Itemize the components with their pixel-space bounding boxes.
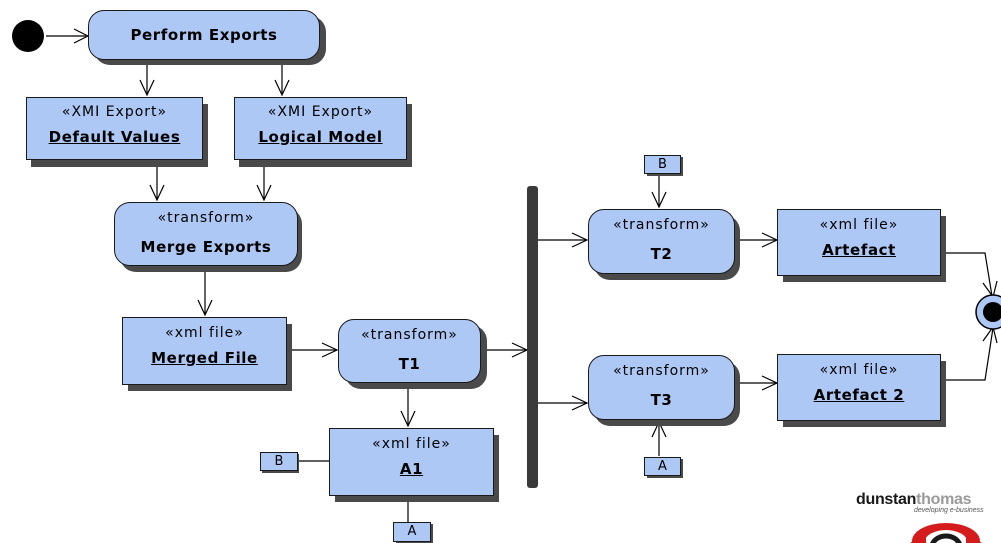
logical-model-object[interactable]: «XMI Export» Logical Model [234,97,407,160]
merge-exports-label: Merge Exports [140,238,272,256]
t1-stereotype: «transform» [361,327,458,343]
final-node-core [983,302,1001,322]
logical-model-stereotype: «XMI Export» [267,104,374,120]
artefact2-object[interactable]: «xml file» Artefact 2 [777,354,941,421]
default-values-label: Default Values [48,128,181,146]
perform-exports-action[interactable]: Perform Exports [88,10,320,60]
logo-brand-light: thomas [916,491,972,508]
t3-stereotype: «transform» [613,363,710,379]
merged-file-label: Merged File [151,349,258,367]
t2-stereotype: «transform» [613,217,710,233]
logo-mark-icon [910,523,982,543]
t1-label: T1 [398,355,421,373]
pin-b-a1[interactable]: B [260,452,298,471]
artefact-stereotype: «xml file» [819,217,899,233]
fork-bar [527,186,538,488]
merge-exports-action[interactable]: «transform» Merge Exports [114,202,298,266]
dunstan-thomas-logo: dunstanthomas developing e-business [856,489,1001,543]
arrowhead [571,232,589,248]
arrowhead [274,79,290,97]
default-values-object[interactable]: «XMI Export» Default Values [26,97,203,160]
arrowhead [651,191,667,209]
t1-action[interactable]: «transform» T1 [338,319,481,383]
pin-b-t2[interactable]: B [644,155,681,174]
merged-file-stereotype: «xml file» [165,325,244,341]
artefact2-label: Artefact 2 [813,386,905,404]
perform-exports-label: Perform Exports [130,26,278,44]
artefact-label: Artefact [822,241,896,259]
arrowhead [256,184,272,202]
initial-node [12,20,44,52]
pin-a-t3[interactable]: A [644,457,681,476]
a1-label: A1 [399,460,424,478]
artefact2-stereotype: «xml file» [819,362,899,378]
arrowhead [197,299,213,317]
logo-brand-dark: dunstan [856,491,917,508]
logical-model-label: Logical Model [258,128,383,146]
t3-label: T3 [650,391,673,409]
logo-tagline: developing e-business [914,507,984,514]
a1-stereotype: «xml file» [372,436,451,452]
arrowhead [321,342,339,358]
t2-label: T2 [650,245,673,263]
merged-file-object[interactable]: «xml file» Merged File [122,317,287,385]
t2-action[interactable]: «transform» T2 [588,209,735,274]
a1-object[interactable]: «xml file» A1 [329,428,494,496]
arrowhead [571,395,589,411]
logo-wordmark: dunstanthomas [856,489,972,509]
arrowhead [139,79,155,97]
artefact-object[interactable]: «xml file» Artefact [777,209,941,276]
arrowhead [149,184,165,202]
arrowhead [400,410,416,428]
merge-exports-stereotype: «transform» [157,210,255,226]
pin-a-a1[interactable]: A [393,522,431,542]
default-values-stereotype: «XMI Export» [61,104,168,120]
t3-action[interactable]: «transform» T3 [588,355,735,420]
